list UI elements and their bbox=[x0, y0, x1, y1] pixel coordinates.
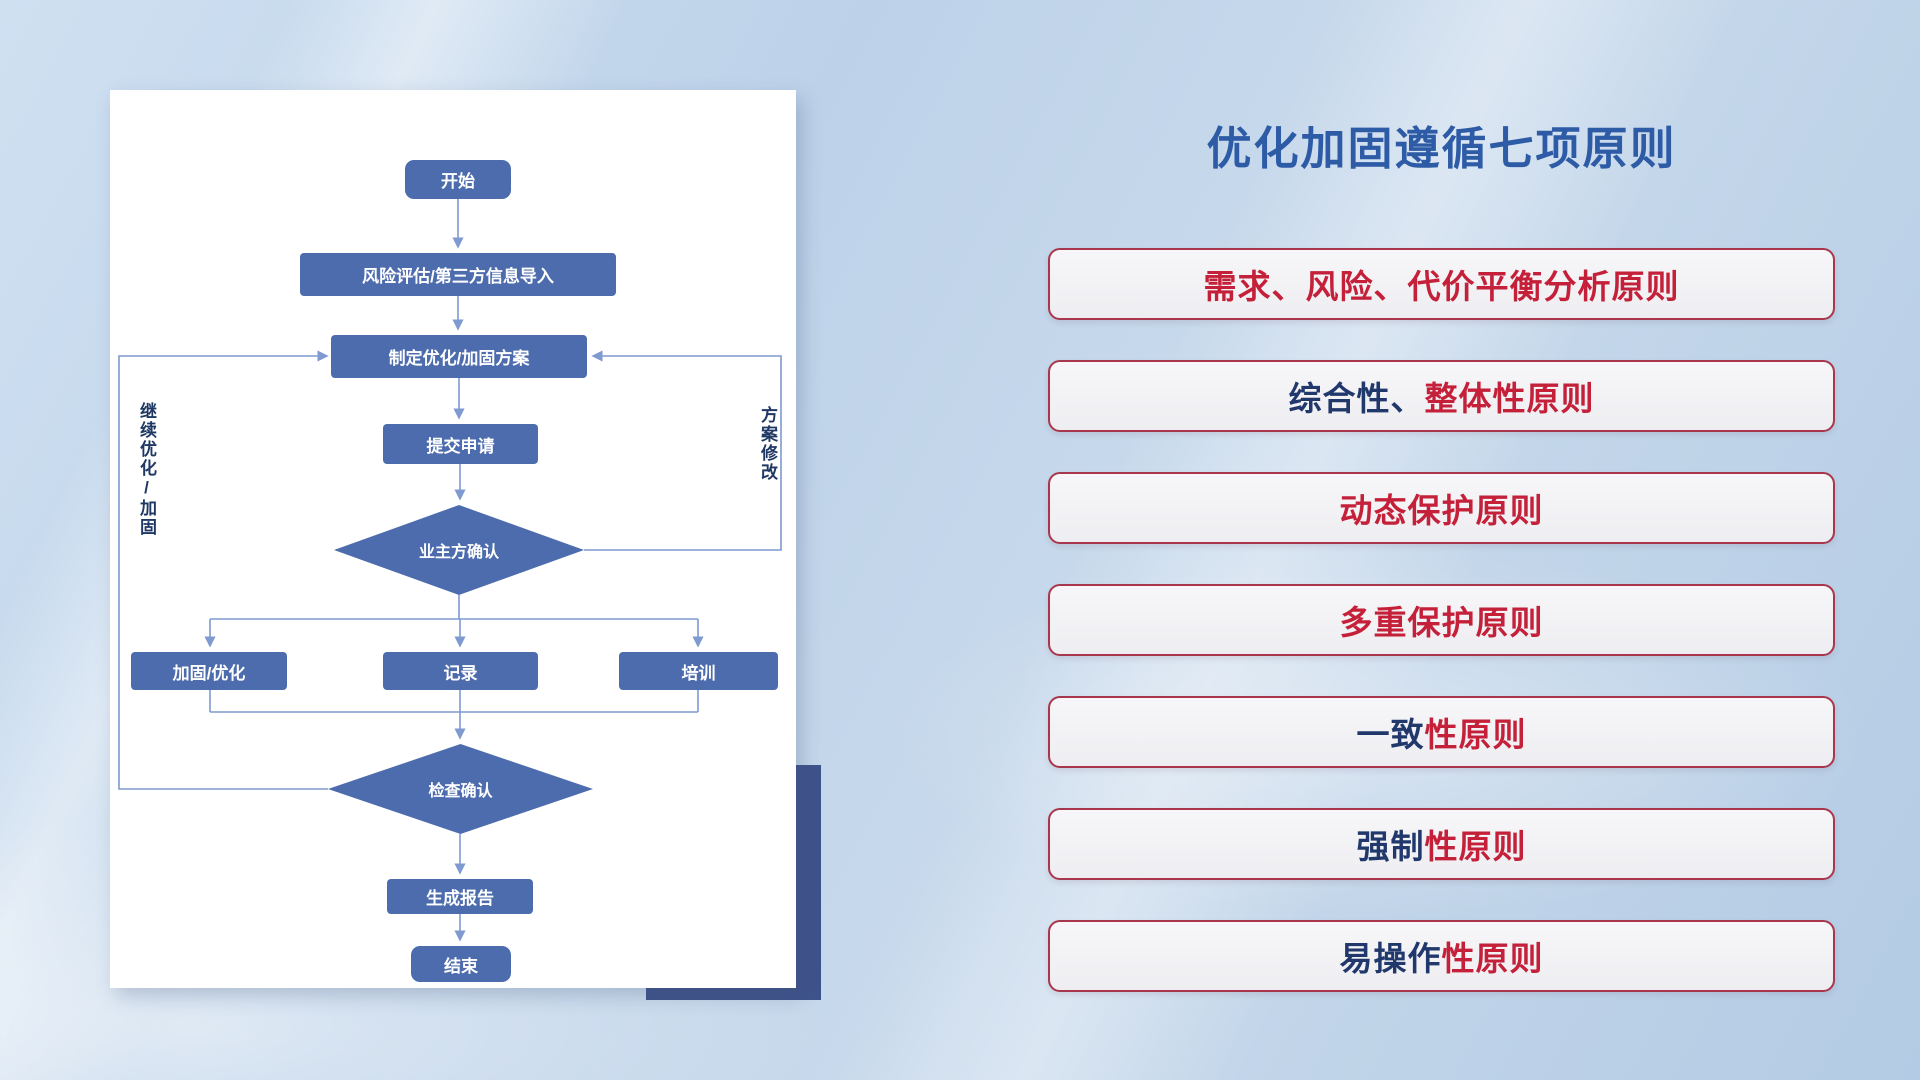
principle-text-segment: 性原则 bbox=[1424, 716, 1527, 753]
node-reinforce-optimize: 加固/优化 bbox=[131, 652, 287, 690]
principle-box: 易操作性原则 bbox=[1048, 920, 1835, 992]
principle-text-segment: 性原则 bbox=[1424, 828, 1527, 865]
node-risk-label: 风险评估/第三方信息导入 bbox=[362, 267, 554, 286]
loop-label-continue-optimize: 继续优化/加固 bbox=[137, 402, 156, 537]
page-title: 优化加固遵循七项原则 bbox=[1206, 123, 1677, 174]
principle-text-segment: 一致 bbox=[1356, 716, 1425, 753]
principle-text-segment: 综合性、 bbox=[1288, 380, 1425, 417]
node-submit-label: 提交申请 bbox=[426, 436, 495, 456]
flowchart-card: 开始 风险评估/第三方信息导入 制定优化/加固方案 提交申请 业主方确认 加固/… bbox=[110, 90, 796, 988]
principle-box: 多重保护原则 bbox=[1048, 584, 1835, 656]
principle-box: 一致性原则 bbox=[1048, 696, 1835, 768]
node-risk-assessment: 风险评估/第三方信息导入 bbox=[300, 253, 616, 296]
principle-text-segment: 易操作 bbox=[1339, 940, 1442, 977]
node-owner-label: 业主方确认 bbox=[418, 544, 499, 561]
principle-box: 动态保护原则 bbox=[1048, 472, 1835, 544]
node-report-label: 生成报告 bbox=[426, 889, 494, 908]
node-end: 结束 bbox=[411, 946, 511, 982]
node-record-label: 记录 bbox=[443, 663, 478, 683]
principle-text-segment: 动态保护原则 bbox=[1339, 492, 1544, 529]
principles-list: 需求、风险、代价平衡分析原则综合性、整体性原则动态保护原则多重保护原则一致性原则… bbox=[1048, 248, 1835, 992]
loop-plan-revision bbox=[584, 350, 782, 551]
principle-box: 综合性、整体性原则 bbox=[1048, 360, 1835, 432]
node-check-label: 检查确认 bbox=[428, 783, 493, 800]
principle-text-segment: 需求、风险、代价平衡分析原则 bbox=[1203, 268, 1680, 305]
node-start: 开始 bbox=[405, 160, 511, 199]
principle-text-segment: 多重保护原则 bbox=[1339, 604, 1544, 641]
node-start-label: 开始 bbox=[441, 172, 475, 191]
node-end-label: 结束 bbox=[444, 956, 478, 976]
principle-box: 强制性原则 bbox=[1048, 808, 1835, 880]
principle-text-segment: 强制 bbox=[1356, 828, 1425, 865]
node-training-label: 培训 bbox=[681, 663, 716, 683]
node-generate-report: 生成报告 bbox=[387, 879, 533, 914]
flowchart-connectors bbox=[118, 199, 782, 942]
node-training: 培训 bbox=[619, 652, 778, 690]
loop-label-plan-revision: 方案修改 bbox=[758, 406, 777, 482]
node-reinforce-label: 加固/优化 bbox=[172, 663, 246, 683]
principle-text-segment: 性原则 bbox=[1441, 940, 1544, 977]
node-make-plan: 制定优化/加固方案 bbox=[331, 335, 587, 378]
node-submit-application: 提交申请 bbox=[383, 424, 538, 464]
node-plan-label: 制定优化/加固方案 bbox=[388, 349, 530, 368]
loop-continue-optimize bbox=[118, 350, 329, 790]
node-record: 记录 bbox=[383, 652, 538, 690]
principle-box: 需求、风险、代价平衡分析原则 bbox=[1048, 248, 1835, 320]
principle-text-segment: 整体性原则 bbox=[1424, 380, 1595, 417]
